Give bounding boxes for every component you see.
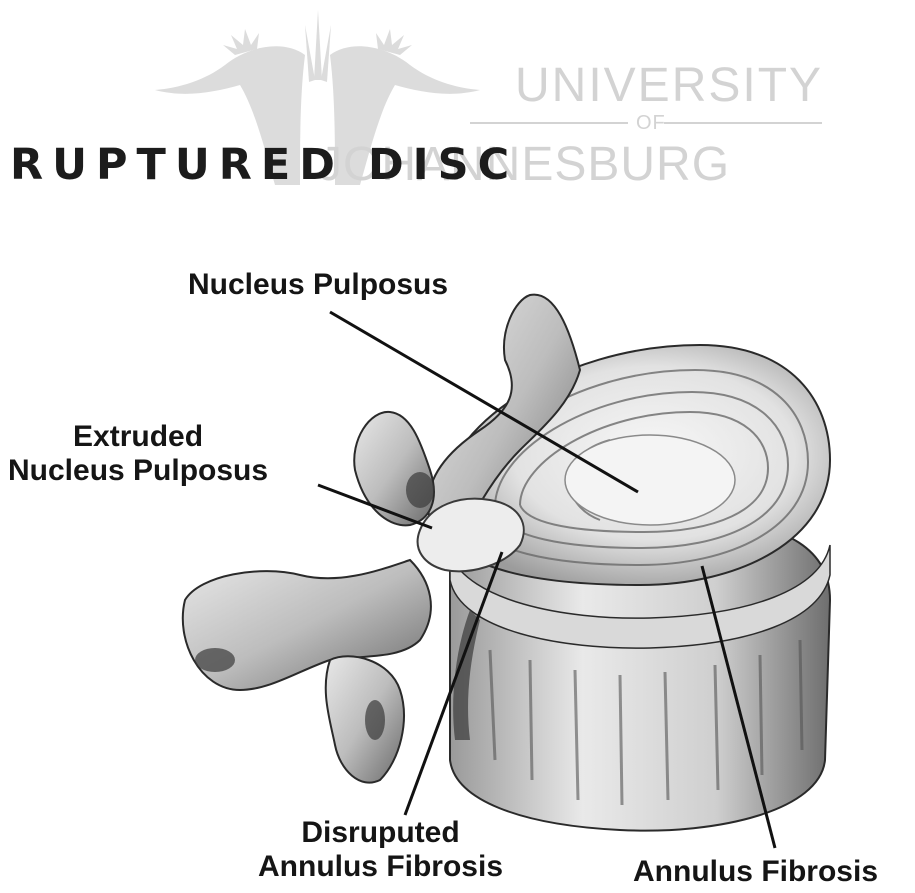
- diagram-title: RUPTURED DISC: [10, 140, 518, 190]
- label-nucleus-pulposus: Nucleus Pulposus: [188, 268, 448, 302]
- label-extruded-line1: Extruded: [8, 420, 268, 454]
- label-disrupted-annulus-fibrosis: Disruputed Annulus Fibrosis: [258, 816, 503, 884]
- label-disrupted-line2: Annulus Fibrosis: [258, 850, 503, 884]
- label-annulus-fibrosis: Annulus Fibrosis: [633, 855, 878, 889]
- label-extruded-nucleus-pulposus: Extruded Nucleus Pulposus: [8, 420, 268, 488]
- label-annulus-fibrosis-text: Annulus Fibrosis: [633, 855, 878, 889]
- nucleus-pulposus-shape: [565, 435, 735, 525]
- label-nucleus-pulposus-text: Nucleus Pulposus: [188, 268, 448, 302]
- label-disrupted-line1: Disruputed: [258, 816, 503, 850]
- label-extruded-line2: Nucleus Pulposus: [8, 454, 268, 488]
